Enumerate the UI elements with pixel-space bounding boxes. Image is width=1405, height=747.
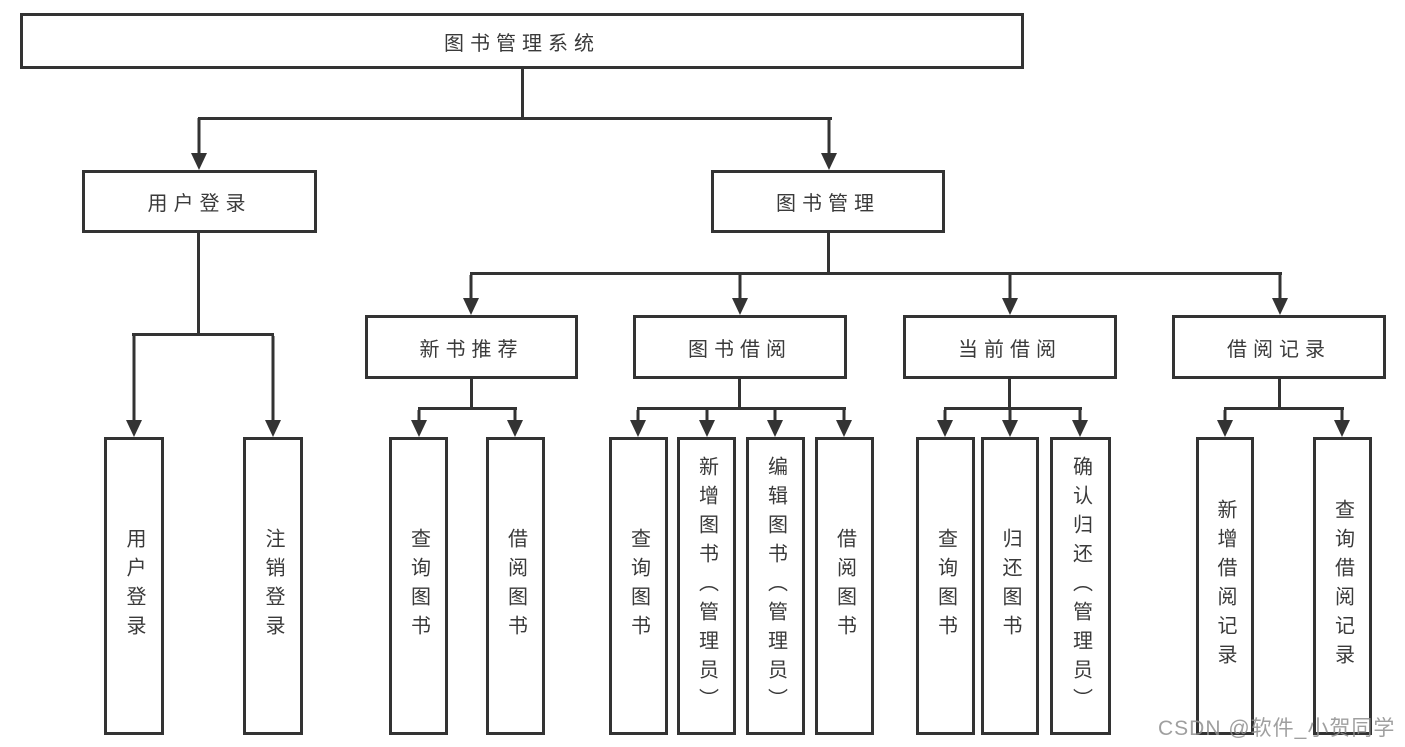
arrow-down-icon (937, 410, 953, 437)
leaf-edit-book-admin: 编辑图书（管理员） (746, 437, 805, 735)
arrow-shaft (738, 275, 742, 300)
arrow-shaft (705, 410, 709, 422)
arrow-down-icon (732, 275, 748, 315)
arrow-down-icon (507, 410, 523, 437)
arrow-down-icon (191, 118, 207, 170)
arrow-down-icon (1002, 275, 1018, 315)
connector-level3-rail (470, 272, 1282, 275)
arrow-head (463, 298, 479, 315)
leaf-confirm-return-admin: 确认归还（管理员） (1050, 437, 1111, 735)
arrow-shaft (1008, 275, 1012, 300)
arrow-down-icon (836, 410, 852, 437)
arrow-down-icon (1334, 410, 1350, 437)
node-user-login-branch: 用户登录 (82, 170, 317, 233)
arrow-head (699, 420, 715, 437)
arrow-down-icon (463, 275, 479, 315)
arrow-head (126, 420, 142, 437)
connector-borrow-rail (637, 407, 846, 410)
arrow-shaft (1008, 410, 1012, 422)
arrow-head (937, 420, 953, 437)
leaf-query-borrow-record: 查询借阅记录 (1313, 437, 1372, 735)
arrow-head (732, 298, 748, 315)
connector-recommend-rail (418, 407, 517, 410)
arrow-down-icon (1272, 275, 1288, 315)
connector-login-rail (132, 333, 274, 336)
arrow-head (191, 153, 207, 170)
arrow-down-icon (126, 336, 142, 437)
arrow-down-icon (767, 410, 783, 437)
connector-records-trunk (1278, 379, 1281, 410)
arrow-shaft (271, 336, 275, 422)
arrow-down-icon (411, 410, 427, 437)
node-current-borrowing: 当前借阅 (903, 315, 1117, 379)
leaf-query-books-borrow: 查询图书 (609, 437, 668, 735)
connector-level1-rail (198, 117, 832, 120)
leaf-add-book-admin: 新增图书（管理员） (677, 437, 736, 735)
arrow-down-icon (1072, 410, 1088, 437)
arrow-head (767, 420, 783, 437)
arrow-head (821, 153, 837, 170)
connector-current-rail (944, 407, 1082, 410)
node-library-system: 图书管理系统 (20, 13, 1024, 69)
connector-mgmt-trunk (827, 233, 830, 275)
connector-login-trunk (197, 233, 200, 336)
connector-recommend-trunk (470, 379, 473, 410)
arrow-shaft (636, 410, 640, 422)
leaf-add-borrow-record: 新增借阅记录 (1196, 437, 1254, 735)
arrow-head (1072, 420, 1088, 437)
arrow-shaft (1078, 410, 1082, 422)
arrow-head (630, 420, 646, 437)
arrow-head (1272, 298, 1288, 315)
leaf-borrow-books-recommend: 借阅图书 (486, 437, 545, 735)
leaf-user-login: 用户登录 (104, 437, 164, 735)
arrow-down-icon (1002, 410, 1018, 437)
connector-records-rail (1224, 407, 1344, 410)
connector-borrow-trunk (738, 379, 741, 410)
arrow-head (1217, 420, 1233, 437)
node-borrowing-records: 借阅记录 (1172, 315, 1386, 379)
arrow-shaft (132, 336, 136, 422)
arrow-head (411, 420, 427, 437)
arrow-head (265, 420, 281, 437)
node-book-management: 图书管理 (711, 170, 945, 233)
leaf-return-book: 归还图书 (981, 437, 1039, 735)
arrow-shaft (469, 275, 473, 300)
arrow-shaft (1278, 275, 1282, 300)
arrow-shaft (417, 410, 421, 422)
arrow-shaft (943, 410, 947, 422)
arrow-down-icon (265, 336, 281, 437)
watermark-text: CSDN @软件_小贺同学 (1158, 717, 1396, 740)
arrow-shaft (773, 410, 777, 422)
arrow-shaft (842, 410, 846, 422)
arrow-head (836, 420, 852, 437)
arrow-down-icon (699, 410, 715, 437)
arrow-head (1002, 298, 1018, 315)
arrow-shaft (513, 410, 517, 422)
arrow-head (1334, 420, 1350, 437)
node-book-borrowing: 图书借阅 (633, 315, 847, 379)
arrow-shaft (1340, 410, 1344, 422)
arrow-shaft (197, 118, 201, 155)
arrow-down-icon (630, 410, 646, 437)
arrow-down-icon (821, 118, 837, 170)
leaf-logout: 注销登录 (243, 437, 303, 735)
connector-current-trunk (1008, 379, 1011, 410)
leaf-borrow-books-borrow: 借阅图书 (815, 437, 874, 735)
arrow-head (1002, 420, 1018, 437)
arrow-shaft (1223, 410, 1227, 422)
node-new-book-recommend: 新书推荐 (365, 315, 578, 379)
arrow-shaft (827, 118, 831, 155)
leaf-query-books-current: 查询图书 (916, 437, 975, 735)
connector-root-trunk (521, 69, 524, 119)
arrow-down-icon (1217, 410, 1233, 437)
arrow-head (507, 420, 523, 437)
leaf-query-books-recommend: 查询图书 (389, 437, 448, 735)
